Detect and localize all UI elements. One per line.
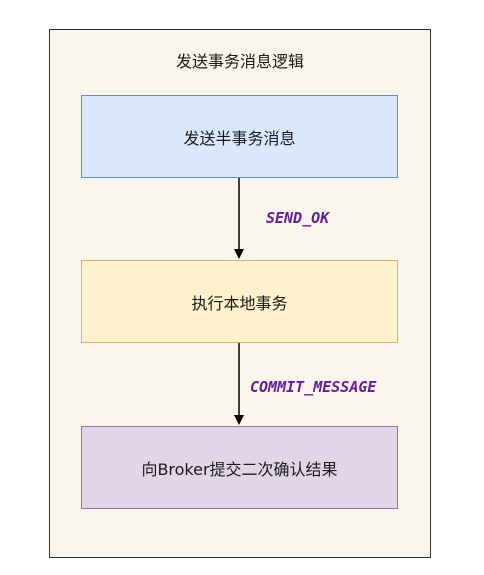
step-execute-local-transaction: 执行本地事务	[81, 260, 398, 343]
step-send-half-message: 发送半事务消息	[81, 95, 398, 178]
step-label: 发送半事务消息	[183, 128, 296, 148]
edge-label-commit-message: COMMIT_MESSAGE	[250, 378, 377, 396]
edge-label-send-ok: SEND_OK	[266, 209, 330, 227]
step-label: 向Broker提交二次确认结果	[141, 459, 338, 479]
step-label: 执行本地事务	[191, 293, 288, 313]
step-commit-confirmation: 向Broker提交二次确认结果	[81, 426, 398, 509]
diagram-title: 发送事务消息逻辑	[175, 52, 304, 71]
